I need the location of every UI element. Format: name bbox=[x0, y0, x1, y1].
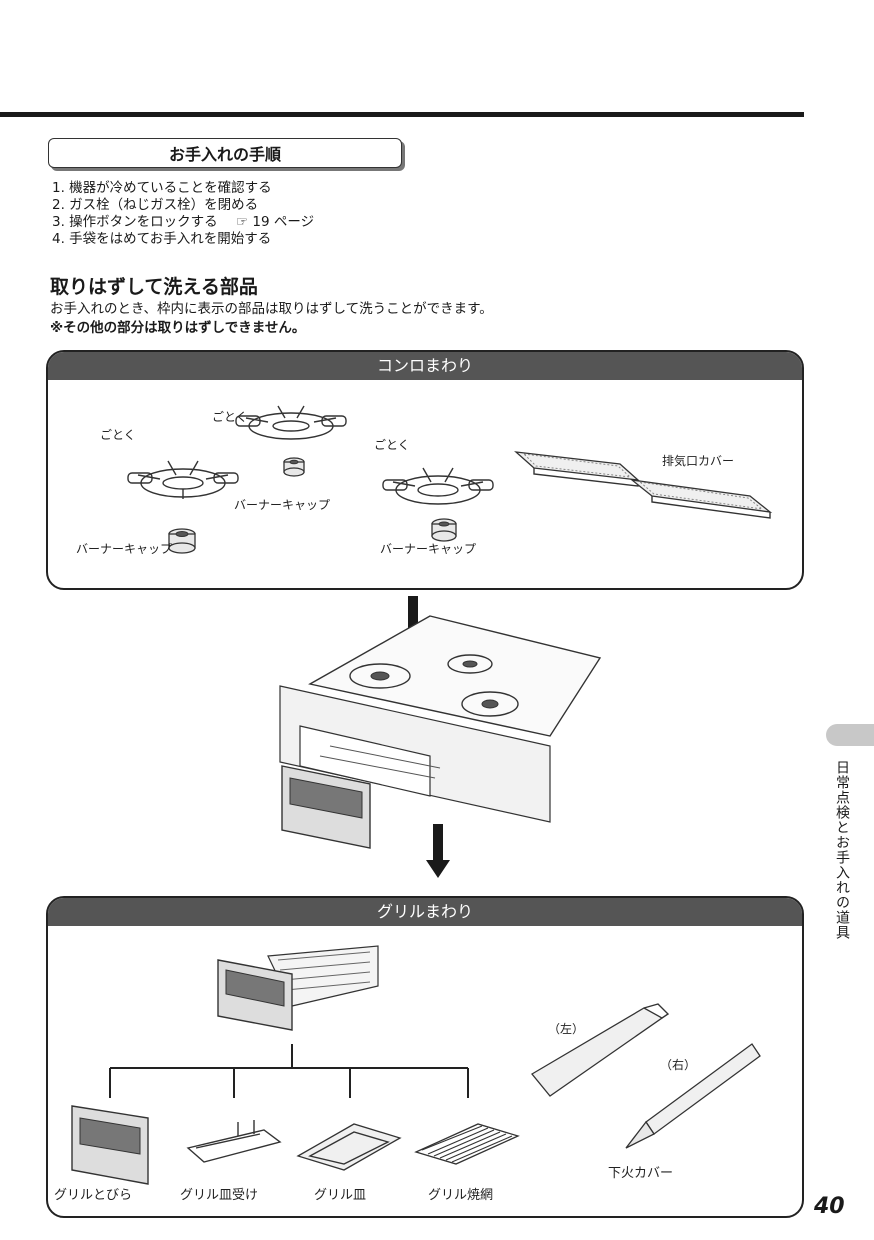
section-heading: 取りはずして洗える部品 bbox=[50, 276, 258, 298]
page-number: 40 bbox=[814, 1194, 845, 1219]
trivet-icon bbox=[127, 460, 239, 499]
procedure-title: お手入れの手順 bbox=[48, 138, 402, 168]
grill-tray-label: グリル皿 bbox=[314, 1188, 367, 1203]
gotoku-label-1: ごとく bbox=[100, 428, 136, 442]
lower-fire-cover-left-icon bbox=[531, 1003, 670, 1097]
trivet-icon bbox=[382, 467, 494, 505]
konro-panel: コンロまわり bbox=[46, 350, 804, 590]
grill-door-label: グリルとびら bbox=[54, 1188, 133, 1203]
chapter-title: 日常点検とお手入れの道具 bbox=[834, 760, 850, 940]
grill-grate-label: グリル焼網 bbox=[428, 1188, 494, 1203]
header-rule bbox=[0, 112, 804, 117]
grill-tray-icon bbox=[296, 1123, 402, 1171]
section-intro: お手入れのとき、枠内に表示の部品は取りはずして洗うことができます。 ※その他の部… bbox=[50, 301, 493, 336]
procedure-steps: 1. 機器が冷めていることを確認する 2. ガス栓（ねじガス栓）を閉める 3. … bbox=[52, 180, 314, 248]
step-1: 1. 機器が冷めていることを確認する bbox=[52, 180, 272, 196]
grill-grate-icon bbox=[414, 1123, 520, 1165]
burner-cap-label-3: バーナーキャップ bbox=[380, 542, 477, 556]
step-3: 3. 操作ボタンをロックする ☞ 19 ページ bbox=[52, 214, 315, 230]
burner-cap-label-1: バーナーキャップ bbox=[76, 542, 173, 556]
pointing-hand-icon: ☞ bbox=[235, 214, 249, 230]
grill-panel-header: グリルまわり bbox=[48, 898, 802, 926]
konro-panel-header: コンロまわり bbox=[48, 352, 802, 380]
burner-cap-icon bbox=[431, 518, 457, 542]
grill-parts-illustration bbox=[71, 945, 761, 1185]
trivet-icon bbox=[235, 405, 347, 440]
gotoku-label-2: ごとく bbox=[212, 410, 248, 424]
exhaust-cover-icon bbox=[514, 451, 773, 519]
grill-panel: グリルまわり bbox=[46, 896, 804, 1218]
grill-assembly-icon bbox=[217, 945, 379, 1031]
grill-door-icon bbox=[71, 1105, 149, 1185]
step-4: 4. 手袋をはめてお手入れを開始する bbox=[52, 231, 272, 247]
lower-fire-cover-right-icon bbox=[625, 1043, 761, 1149]
step-2: 2. ガス栓（ねじガス栓）を閉める bbox=[52, 197, 259, 213]
chapter-tab bbox=[826, 724, 874, 746]
section-note: ※その他の部分は取りはずしできません。 bbox=[50, 320, 306, 336]
exhaust-cover-label: 排気口カバー bbox=[662, 454, 735, 468]
lower-fire-cover-label: 下火カバー bbox=[608, 1166, 674, 1181]
grill-tray-holder-label: グリル皿受け bbox=[180, 1188, 259, 1203]
gotoku-label-3: ごとく bbox=[374, 438, 410, 452]
burner-cap-icon bbox=[283, 457, 305, 477]
stove-illustration bbox=[279, 596, 602, 878]
right-label: （右） bbox=[660, 1058, 697, 1072]
arrow-down-icon bbox=[426, 824, 450, 878]
burner-cap-icon bbox=[168, 528, 196, 554]
konro-parts-illustration bbox=[127, 405, 773, 554]
burner-cap-label-2: バーナーキャップ bbox=[234, 498, 331, 512]
page-reference-link[interactable]: 19 ページ bbox=[252, 214, 315, 230]
left-label: （左） bbox=[548, 1022, 585, 1036]
grill-tray-holder-icon bbox=[186, 1120, 282, 1163]
